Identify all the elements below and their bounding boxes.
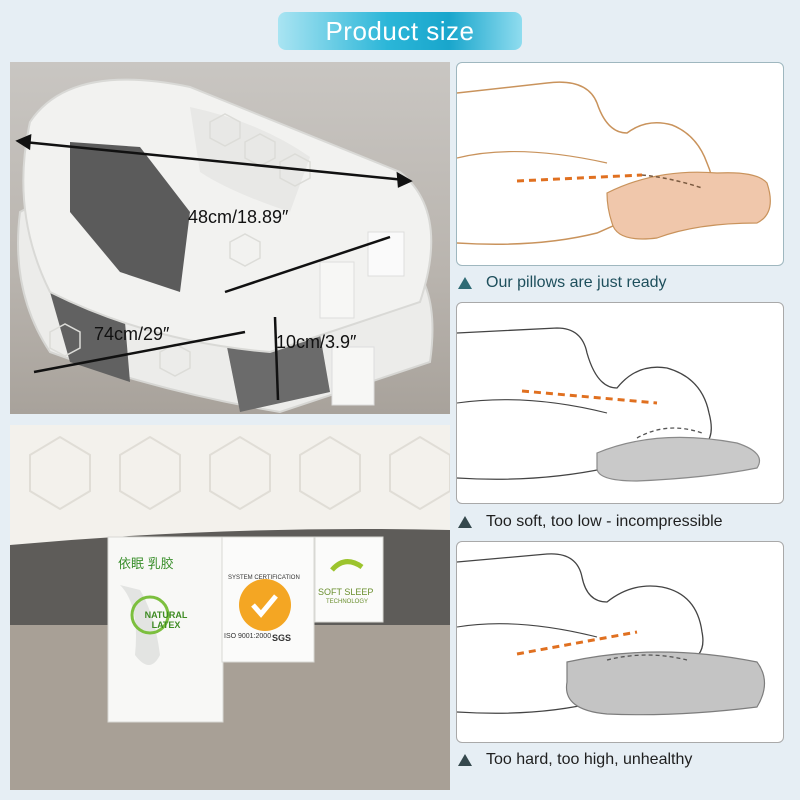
system-certification-label: SYSTEM CERTIFICATION bbox=[228, 575, 300, 581]
caption-ideal-text: Our pillows are just ready bbox=[486, 274, 667, 291]
tags-closeup-illustration bbox=[10, 425, 450, 790]
height-dimension-label: 10cm/3.9″ bbox=[276, 332, 357, 352]
width-dimension-label: 48cm/18.89″ bbox=[188, 207, 289, 227]
triangle-icon bbox=[458, 754, 472, 766]
comparison-panel-ideal bbox=[456, 62, 784, 266]
sgs-label: SGS bbox=[272, 633, 292, 643]
soft-sleep-sub-label: TECHNOLOGY bbox=[326, 599, 369, 605]
caption-too-hard: Too hard, too high, unhealthy bbox=[458, 751, 692, 769]
too-soft-posture-illustration bbox=[457, 327, 761, 482]
caption-ideal: Our pillows are just ready bbox=[458, 274, 667, 292]
caption-too-soft: Too soft, too low - incompressible bbox=[458, 513, 723, 531]
ideal-posture-illustration bbox=[457, 81, 771, 245]
soft-sleep-label: SOFT SLEEP bbox=[318, 587, 374, 597]
comparison-panel-too-hard bbox=[456, 541, 784, 743]
too-hard-posture-illustration bbox=[457, 553, 766, 716]
caption-too-hard-text: Too hard, too high, unhealthy bbox=[486, 751, 693, 768]
iso-label: ISO 9001:2000 bbox=[224, 633, 272, 640]
pillow-stack-illustration bbox=[15, 78, 434, 414]
triangle-icon bbox=[458, 277, 472, 289]
triangle-icon bbox=[458, 516, 472, 528]
pillow-dimensions-photo: 48cm/18.89″ 74cm/29″ 10cm/3.9″ bbox=[10, 62, 450, 414]
natural-latex-label: NATURAL LATEX bbox=[144, 610, 188, 630]
brand-cn-label: 依眠 乳胶 bbox=[118, 556, 174, 571]
title-banner: Product size bbox=[278, 12, 522, 50]
caption-too-soft-text: Too soft, too low - incompressible bbox=[486, 513, 723, 530]
comparison-panel-too-soft bbox=[456, 302, 784, 504]
pillow-tags-closeup-photo: 依眠 乳胶 NATURAL LATEX SYSTEM CERTIFICATION… bbox=[10, 425, 450, 790]
length-dimension-label: 74cm/29″ bbox=[94, 324, 170, 344]
banner-title: Product size bbox=[325, 15, 475, 46]
